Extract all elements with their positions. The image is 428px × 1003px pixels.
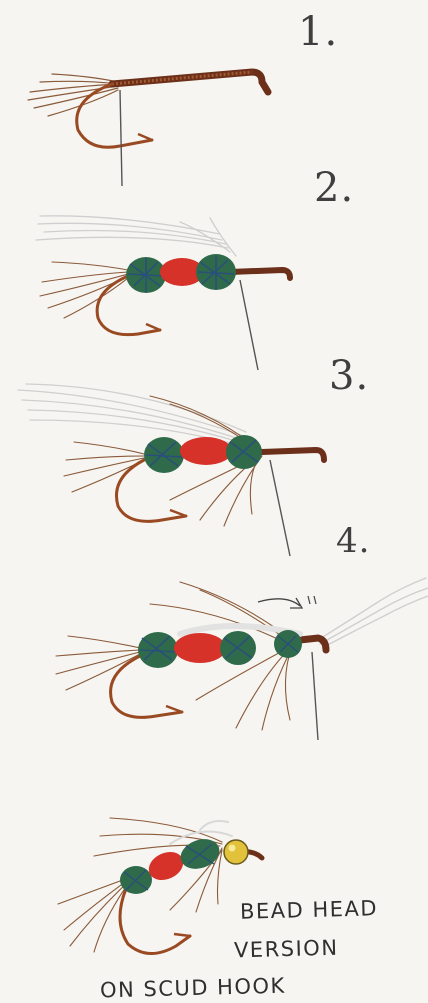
step-3-label: 3. [329, 356, 369, 396]
caption-line-1: BEAD HEAD [240, 896, 379, 924]
caption-line-2: VERSION [234, 936, 339, 963]
step-4-fly [56, 578, 428, 740]
step-2-label: 2. [314, 168, 354, 208]
step-2-fly [36, 216, 290, 370]
step-1-label: 1. [298, 12, 338, 52]
step-3-fly [18, 384, 324, 556]
bead-head-fly [58, 818, 262, 954]
step-4-label: 4. [336, 524, 370, 558]
step-1-fly [28, 72, 268, 186]
caption-line-3: ON SCUD HOOK [100, 974, 286, 1003]
